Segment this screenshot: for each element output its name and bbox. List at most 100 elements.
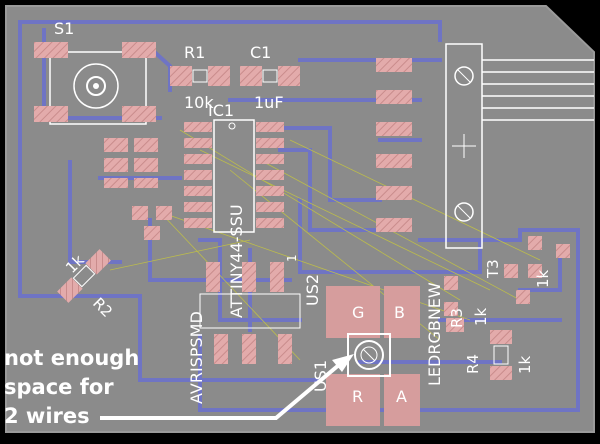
air-wire xyxy=(289,139,541,261)
trace xyxy=(418,228,580,412)
label-ledrgb: LEDRGBNEW xyxy=(425,282,444,386)
air-wire xyxy=(109,239,251,271)
switch-dot xyxy=(93,83,99,89)
pad xyxy=(184,154,212,164)
trace xyxy=(18,20,442,42)
pin1-marker xyxy=(228,122,236,130)
component-body xyxy=(72,264,96,288)
pad xyxy=(490,366,512,380)
label-attiny: ATTINY44-SSU xyxy=(227,204,246,318)
pad-b xyxy=(384,286,420,338)
trace xyxy=(198,334,580,412)
pad xyxy=(256,154,284,164)
label-r: R xyxy=(352,387,363,406)
label-g: G xyxy=(352,303,364,322)
led-lens xyxy=(354,340,384,370)
header-pins xyxy=(482,59,594,121)
label-s1: S1 xyxy=(54,19,74,38)
pad xyxy=(156,206,172,220)
label-r3: R3 xyxy=(448,308,466,328)
pad xyxy=(270,262,284,292)
ic-outline xyxy=(213,119,255,233)
pad xyxy=(376,218,412,232)
header-outline xyxy=(199,293,301,329)
pad xyxy=(184,218,212,228)
pad xyxy=(528,236,542,250)
label-b: B xyxy=(394,303,405,322)
annotation-arrow-line xyxy=(100,362,342,420)
pad xyxy=(214,334,228,364)
label-r3-value: 1k xyxy=(472,307,490,326)
label-c1: C1 xyxy=(250,43,271,62)
switch-ring xyxy=(73,63,119,109)
trace xyxy=(138,294,322,382)
air-wire xyxy=(159,211,301,361)
led-body xyxy=(347,333,391,377)
rgb-led xyxy=(326,286,420,426)
label-t3-value: 1k xyxy=(534,269,552,288)
annotation: not enough space for 2 wires xyxy=(4,346,354,428)
right-smd-group xyxy=(444,236,570,380)
pad xyxy=(206,262,220,292)
led-lens-inner xyxy=(360,346,378,364)
trace xyxy=(298,198,482,274)
label-r1: R1 xyxy=(184,43,205,62)
label-ic1: IC1 xyxy=(208,101,234,120)
pad xyxy=(132,206,148,220)
component-body xyxy=(262,69,278,83)
avrisp-header xyxy=(199,262,301,364)
pad-g xyxy=(326,286,380,338)
pad xyxy=(184,170,212,180)
pad xyxy=(240,66,262,86)
ic-attiny44 xyxy=(184,119,284,233)
header-connector xyxy=(376,43,594,249)
air-wire xyxy=(179,129,461,301)
label-c1-value: 1uF xyxy=(254,93,284,112)
trace xyxy=(278,148,392,232)
pad xyxy=(256,202,284,212)
ic-right-pads xyxy=(256,122,284,228)
label-t3: T3 xyxy=(484,259,502,279)
pad xyxy=(376,154,412,168)
pad xyxy=(556,244,570,258)
pad xyxy=(184,186,212,196)
pad xyxy=(104,138,128,152)
pad xyxy=(516,290,530,304)
trace xyxy=(18,20,142,298)
pad xyxy=(376,58,412,72)
left-smd-group xyxy=(104,138,172,240)
label-avrispsmd: AVRISPSMD xyxy=(187,311,206,404)
cross-mark xyxy=(362,348,376,362)
label-pin-one: 1 xyxy=(285,254,299,262)
pad xyxy=(278,66,300,86)
pad xyxy=(528,264,542,278)
pad xyxy=(184,138,212,148)
pad xyxy=(57,277,83,303)
pad xyxy=(104,178,128,188)
label-r4-value: 1k xyxy=(516,355,534,374)
pad xyxy=(444,302,458,316)
pad xyxy=(446,318,464,332)
pad xyxy=(376,122,412,136)
pad xyxy=(34,106,68,122)
component-body xyxy=(493,345,509,365)
pad xyxy=(504,264,518,278)
switch-body xyxy=(49,51,147,125)
pad-r xyxy=(326,374,380,426)
trace xyxy=(278,126,382,202)
pad xyxy=(144,226,160,240)
pad xyxy=(134,138,158,152)
pad xyxy=(376,186,412,200)
pad xyxy=(444,276,458,290)
annotation-arrowhead xyxy=(332,354,354,372)
air-wire xyxy=(199,149,491,291)
pad xyxy=(256,122,284,132)
connector-outline xyxy=(445,43,483,249)
ic-left-pads xyxy=(184,122,212,228)
pad-a xyxy=(384,374,420,426)
resistor-r2 xyxy=(57,249,111,303)
pad xyxy=(490,330,512,344)
pad xyxy=(184,202,212,212)
pad xyxy=(170,66,192,86)
